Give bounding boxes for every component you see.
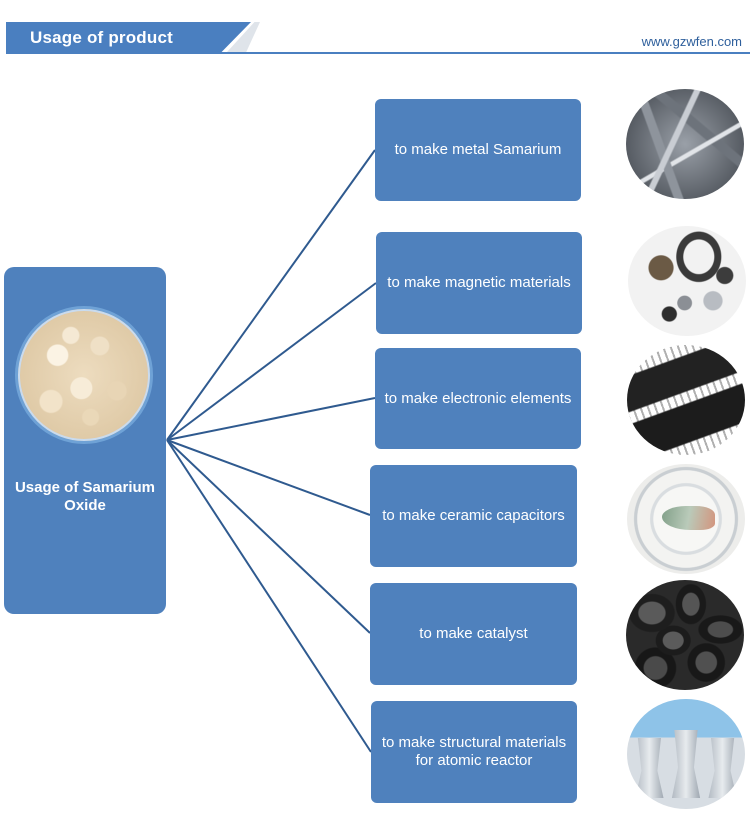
samarium-metal-photo	[626, 89, 744, 199]
hub-label: Usage of Samarium Oxide	[14, 479, 156, 514]
usage-label: to make catalyst	[419, 625, 528, 642]
page-title: Usage of product	[30, 28, 173, 47]
usage-label: to make structural materials for atomic …	[381, 734, 567, 769]
ceramic-plate-photo	[627, 464, 745, 574]
connector-line-4	[166, 439, 371, 516]
connector-line-1	[166, 149, 376, 441]
cooling-towers-photo	[627, 699, 745, 809]
catalyst-pellets-photo	[626, 580, 744, 690]
usage-label: to make electronic elements	[384, 389, 572, 407]
header-divider	[6, 52, 750, 54]
samarium-oxide-hub: Usage of Samarium Oxide	[4, 267, 166, 614]
magnetic-materials-photo	[628, 226, 746, 336]
usage-label: to make metal Samarium	[394, 141, 562, 158]
website-url[interactable]: www.gzwfen.com	[641, 34, 742, 49]
usage-box-magnetic-materials: to make magnetic materials	[376, 232, 582, 334]
usage-box-ceramic-capacitors: to make ceramic capacitors	[370, 465, 577, 567]
usage-box-metal-samarium: to make metal Samarium	[375, 99, 581, 201]
usage-box-electronic-elements: to make electronic elements	[375, 348, 581, 449]
cooling-tower	[671, 729, 701, 798]
cooling-tower	[708, 737, 737, 798]
electronic-chip-photo	[627, 345, 745, 455]
usage-box-atomic-reactor: to make structural materials for atomic …	[371, 701, 577, 803]
cooling-tower	[635, 737, 664, 798]
connector-line-5	[166, 439, 371, 634]
samarium-oxide-powder-photo	[15, 306, 153, 444]
connector-line-3	[166, 397, 376, 441]
header-banner: Usage of product www.gzwfen.com	[0, 0, 750, 56]
usage-label: to make ceramic capacitors	[382, 507, 565, 524]
usage-box-catalyst: to make catalyst	[370, 583, 577, 685]
connector-line-6	[166, 439, 372, 753]
header-tab	[6, 22, 251, 52]
usage-label: to make magnetic materials	[387, 274, 571, 291]
connector-line-2	[166, 282, 377, 441]
